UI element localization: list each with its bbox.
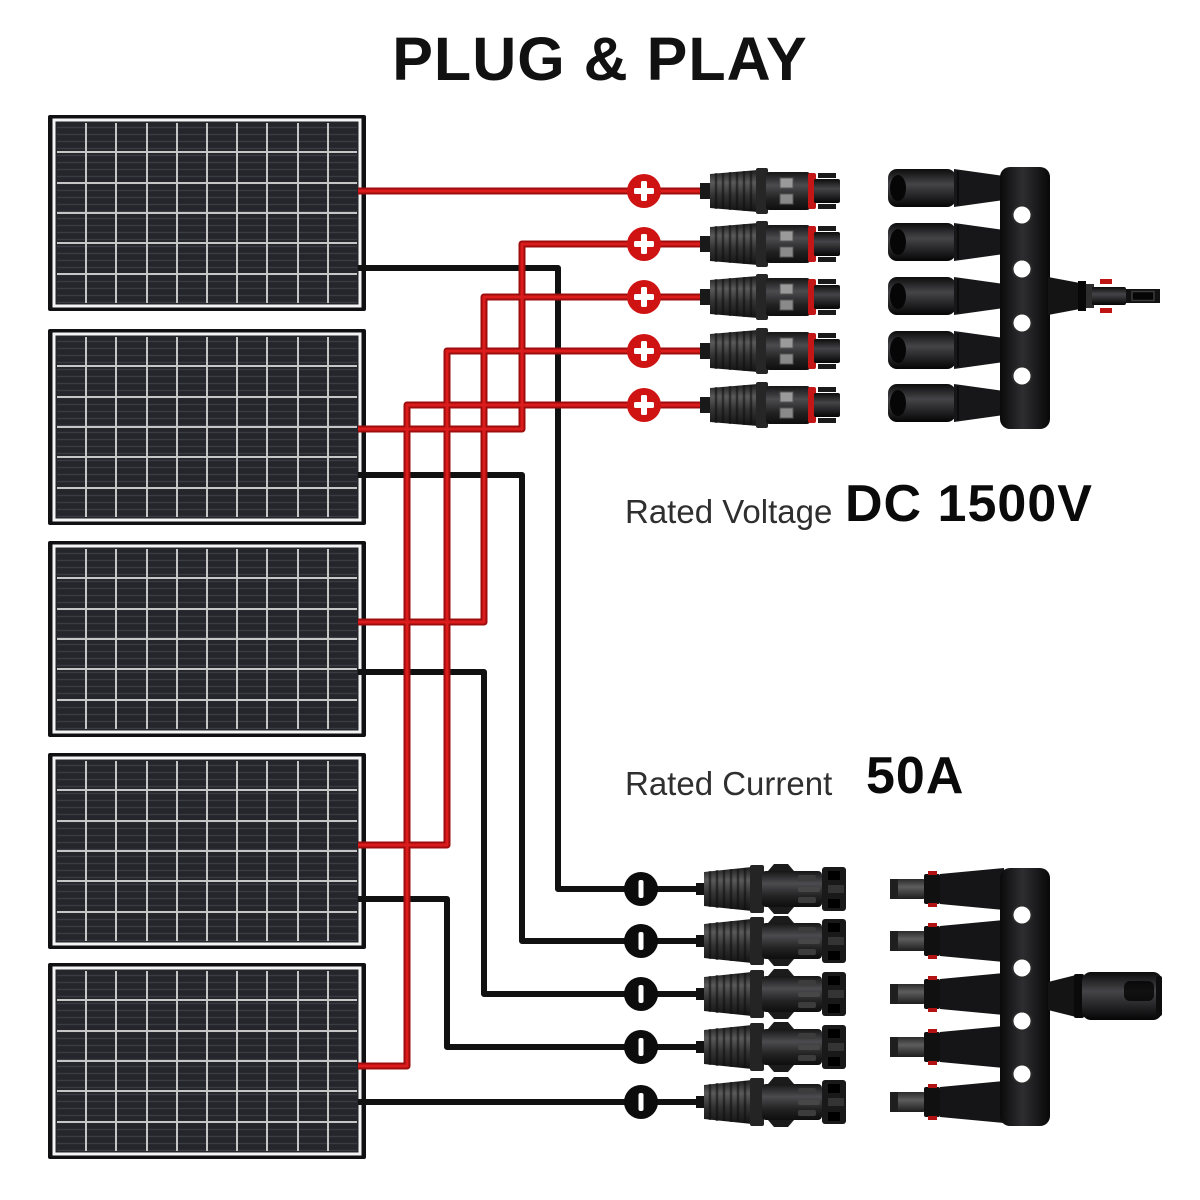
positive-markers <box>627 174 661 422</box>
mc4-male-connector-2 <box>698 219 842 269</box>
panel-3-negative-wire <box>358 669 700 997</box>
branch-female-output <box>1048 972 1162 1020</box>
negative-markers <box>624 872 658 1119</box>
rated-voltage-value: DC 1500V <box>845 475 1093 533</box>
negative-branch-connector <box>890 868 1162 1126</box>
mc4-male-connector-4 <box>698 326 842 376</box>
panel-5-positive-wire <box>358 403 704 1068</box>
mc4-female-connector-2 <box>694 914 848 968</box>
plus-icon <box>627 334 661 368</box>
mounting-hole <box>1011 312 1033 334</box>
panel-4-positive-wire <box>358 349 704 847</box>
mounting-hole <box>1011 204 1033 226</box>
solar-panel-5 <box>46 961 368 1161</box>
mc4-female-connector-1 <box>694 862 848 916</box>
minus-icon <box>624 924 658 958</box>
mc4-female-connector-5 <box>694 1075 848 1129</box>
minus-icon <box>624 1030 658 1064</box>
panel-3-positive-wire <box>358 295 704 624</box>
mounting-hole <box>1011 957 1033 979</box>
page-title: PLUG & PLAY <box>392 25 808 93</box>
solar-panel-3 <box>46 539 368 739</box>
plus-icon <box>627 280 661 314</box>
mounting-hole <box>1011 365 1033 387</box>
rated-current-value: 50A <box>866 747 965 805</box>
minus-icon <box>624 977 658 1011</box>
solar-panel-1 <box>46 113 368 313</box>
solar-panel-4 <box>46 751 368 951</box>
mounting-hole <box>1011 258 1033 280</box>
mc4-male-connector-1 <box>698 166 842 216</box>
plus-icon <box>627 174 661 208</box>
minus-icon <box>624 872 658 906</box>
branch-male-output <box>1048 277 1160 315</box>
positive-branch-connector <box>887 167 1160 429</box>
mounting-hole <box>1011 904 1033 926</box>
mc4-male-connector-3 <box>698 272 842 322</box>
rated-voltage-label: Rated Voltage <box>625 493 833 530</box>
solar-panel-2 <box>46 327 368 527</box>
rated-current-label: Rated Current <box>625 765 833 802</box>
mc4-male-connector-5 <box>698 380 842 430</box>
minus-icon <box>624 1085 658 1119</box>
plus-icon <box>627 227 661 261</box>
mc4-female-connector-4 <box>694 1020 848 1074</box>
panel-2-positive-wire <box>358 242 704 431</box>
plus-icon <box>627 388 661 422</box>
panel-2-negative-wire <box>358 472 700 944</box>
mounting-hole <box>1011 1063 1033 1085</box>
mc4-female-connector-3 <box>694 967 848 1021</box>
mounting-hole <box>1011 1010 1033 1032</box>
panel-4-negative-wire <box>358 896 700 1050</box>
